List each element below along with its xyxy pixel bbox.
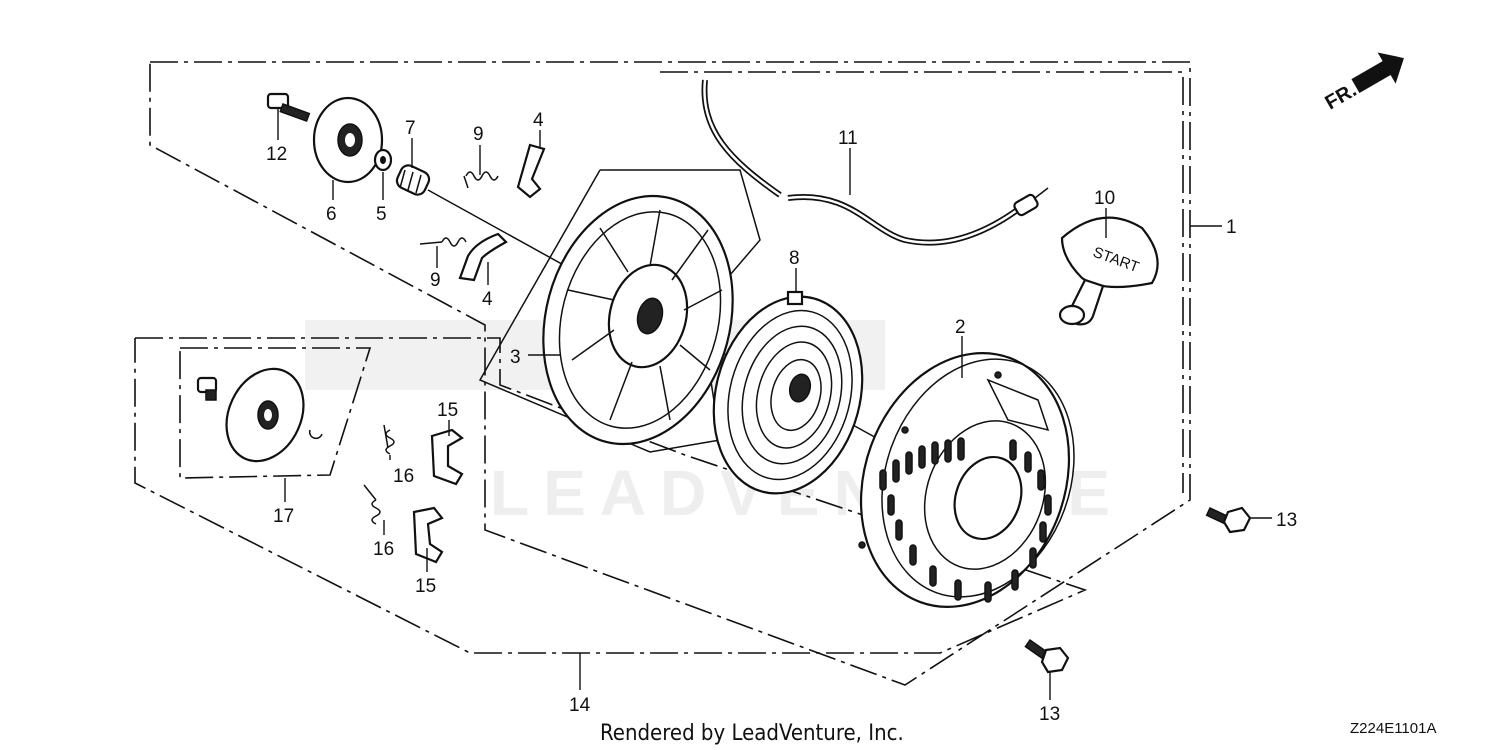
washer-5-icon: [373, 148, 393, 172]
bolt-12-icon: [266, 92, 311, 123]
bolt-13-bottom-icon: [1024, 638, 1070, 674]
handle-10-icon: START: [1058, 216, 1159, 326]
pawl-4-lower-icon: [458, 232, 508, 282]
callout-4-lower: 4: [482, 289, 493, 310]
callout-2: 2: [955, 317, 966, 338]
direction-arrow-icon: FR.: [1322, 52, 1404, 114]
footer-credit: Rendered by LeadVenture, Inc.: [600, 721, 904, 746]
callout-15-upper: 15: [437, 400, 458, 421]
bolt-13-right-icon: [1205, 506, 1252, 534]
spring-9-upper-icon: [463, 171, 499, 189]
callout-16-upper: 16: [393, 466, 414, 487]
group-outlines: [134, 61, 1191, 686]
kit-17-outline: [179, 347, 372, 479]
callout-7: 7: [405, 118, 416, 139]
callout-4-upper: 4: [533, 110, 544, 131]
callout-10: 10: [1094, 188, 1115, 209]
spring-16-lower-icon: [363, 484, 381, 525]
diagram-code: Z224E1101A: [1350, 720, 1436, 737]
pawl-15-lower-icon: [412, 506, 444, 564]
pawl-15-upper-icon: [430, 428, 464, 486]
pulley-kit-outline: [660, 71, 1184, 493]
assembly-1-outline: [149, 61, 1191, 686]
callout-12: 12: [266, 144, 287, 165]
cover-slots: [879, 437, 1052, 603]
callout-15-lower: 15: [415, 576, 436, 597]
callout-3: 3: [510, 347, 521, 368]
callout-1: 1: [1226, 217, 1237, 238]
ratchet-6-icon: [312, 96, 384, 184]
callouts: 1 2 3 4 4 5 6 7 8 9 9 10 11 12 13 13 14 …: [266, 110, 1297, 725]
callout-17: 17: [273, 506, 294, 527]
spring-8-icon: [712, 290, 864, 495]
spring-9-lower-icon: [419, 237, 467, 247]
callout-9-lower: 9: [430, 270, 441, 291]
pawl-4-upper-icon: [516, 143, 546, 199]
leader-lines: [277, 108, 1272, 700]
kit-14-outline: [134, 337, 1088, 654]
rope-11-icon: [701, 79, 1049, 246]
cover-2-icon: [858, 352, 1075, 608]
callout-13-right: 13: [1276, 510, 1297, 531]
callout-9-upper: 9: [473, 124, 484, 145]
callout-5: 5: [376, 204, 387, 225]
callout-6: 6: [326, 204, 337, 225]
spring-7-icon: [395, 164, 431, 196]
callout-11: 11: [838, 128, 858, 149]
spring-16-upper-icon: [383, 424, 395, 455]
callout-16-lower: 16: [373, 539, 394, 560]
pulley-3-icon: [542, 194, 734, 446]
callout-13-bottom: 13: [1039, 704, 1060, 725]
callout-14: 14: [569, 695, 591, 716]
ratchet-17-icon: [196, 367, 323, 463]
callout-8: 8: [789, 248, 800, 269]
